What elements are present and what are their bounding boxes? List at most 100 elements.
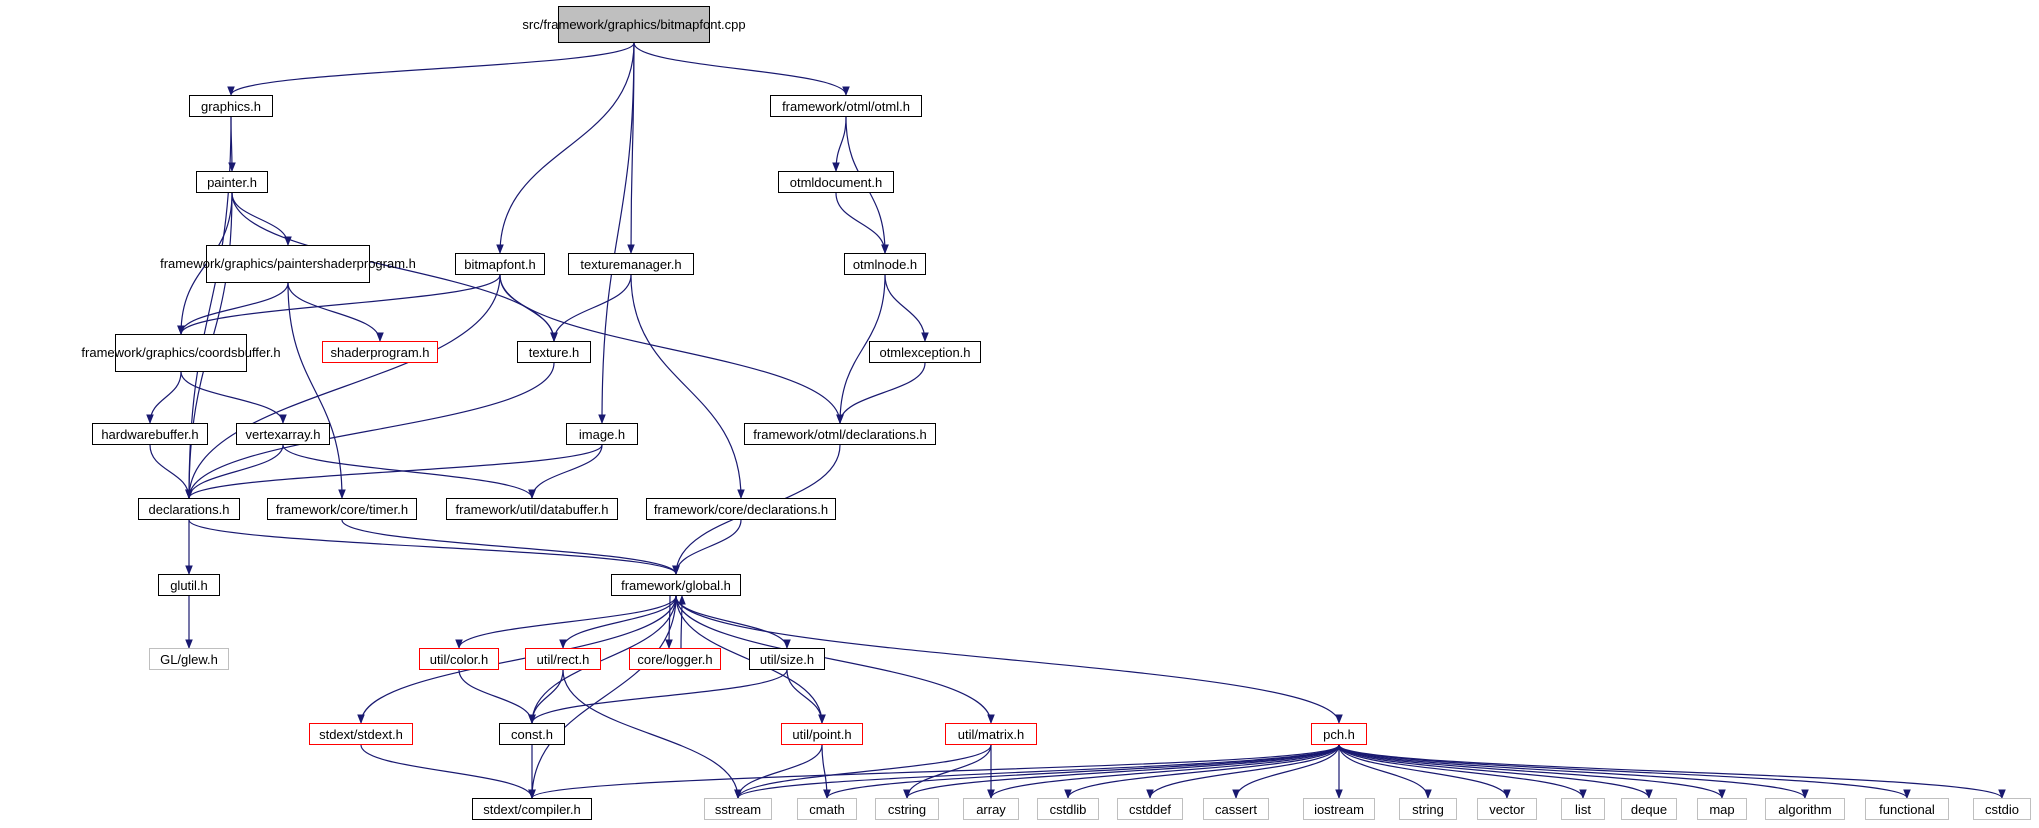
node-label: framework/global.h [621, 577, 731, 593]
node-label: util/size.h [759, 651, 815, 667]
edge-root-to-otml_h [633, 42, 850, 96]
node-paintershaderprogram-h[interactable]: framework/graphics/paintershaderprogram.… [160, 245, 416, 283]
edge-global_h-to-compiler_h [528, 595, 677, 799]
node-label: pch.h [1323, 726, 1355, 742]
node-label: bitmapfont.h [464, 256, 536, 272]
node-pch-h[interactable]: pch.h [1311, 723, 1367, 745]
node-label: framework/core/timer.h [275, 501, 409, 517]
node-label: deque [1630, 801, 1668, 817]
edge-painter_h-to-paintershaderprogram_h [231, 192, 292, 246]
node-compiler-h[interactable]: stdext/compiler.h [472, 798, 592, 820]
node-hardwarebuffer-h[interactable]: hardwarebuffer.h [92, 423, 208, 445]
node-string: string [1399, 798, 1457, 820]
edge-pch_h-to-cstdio [1338, 744, 2006, 799]
node-iostream: iostream [1303, 798, 1375, 820]
node-color-h[interactable]: util/color.h [419, 648, 499, 670]
edge-global_h-to-const_h [528, 595, 677, 724]
edge-rect_h-to-const_h [528, 669, 564, 724]
node-image-h[interactable]: image.h [566, 423, 638, 445]
node-coordsbuffer-h[interactable]: framework/graphics/coordsbuffer.h [81, 334, 281, 372]
edge-paintershaderprogram_h-to-coordsbuffer_h [177, 282, 289, 335]
node-label: shaderprogram.h [330, 344, 430, 360]
node-point-h[interactable]: util/point.h [781, 723, 863, 745]
node-deque: deque [1621, 798, 1677, 820]
node-sstream: sstream [704, 798, 772, 820]
edge-texturemanager_h-to-texture_h [550, 274, 632, 342]
node-label: GL/glew.h [160, 651, 218, 667]
node-matrix-h[interactable]: util/matrix.h [945, 723, 1037, 745]
node-databuffer-h[interactable]: framework/util/databuffer.h [446, 498, 618, 520]
node-otml-h[interactable]: framework/otml/otml.h [770, 95, 922, 117]
edge-texture_h-to-declarations_h [185, 362, 555, 499]
edge-pch_h-to-cstddef [1146, 744, 1340, 799]
edge-otmlnode_h-to-otmlexception_h [884, 274, 929, 342]
edge-global_h-to-pch_h [675, 595, 1343, 724]
edge-global_h-to-color_h [455, 595, 677, 649]
edge-pch_h-to-list [1338, 744, 1587, 799]
node-declarations-h[interactable]: declarations.h [138, 498, 240, 520]
node-timer-h[interactable]: framework/core/timer.h [267, 498, 417, 520]
edge-root-to-bitmapfont_h [496, 42, 635, 254]
edge-paintershaderprogram_h-to-shaderprogram_h [287, 282, 384, 342]
node-otmlnode-h[interactable]: otmlnode.h [844, 253, 926, 275]
node-logger-h[interactable]: core/logger.h [629, 648, 721, 670]
edge-otmlnode_h-to-otml_declarations_h [836, 274, 886, 424]
node-otmlexception-h[interactable]: otmlexception.h [869, 341, 981, 363]
edge-pch_h-to-deque [1338, 744, 1653, 799]
node-cmath: cmath [797, 798, 857, 820]
edge-pch_h-to-compiler_h [528, 744, 1340, 799]
node-core-declarations-h[interactable]: framework/core/declarations.h [646, 498, 836, 520]
node-label: vector [1489, 801, 1525, 817]
edge-pch_h-to-cmath [823, 744, 1340, 799]
edge-coordsbuffer_h-to-hardwarebuffer_h [146, 371, 182, 424]
node-label: texturemanager.h [580, 256, 682, 272]
node-label: algorithm [1778, 801, 1832, 817]
node-cassert: cassert [1203, 798, 1269, 820]
node-texturemanager-h[interactable]: texturemanager.h [568, 253, 694, 275]
node-cstdio: cstdio [1973, 798, 2031, 820]
edge-bitmapfont_h-to-coordsbuffer_h [177, 274, 501, 335]
node-painter-h[interactable]: painter.h [196, 171, 268, 193]
node-label: otmldocument.h [789, 174, 883, 190]
node-const-h[interactable]: const.h [499, 723, 565, 745]
edge-pch_h-to-string [1338, 744, 1432, 799]
edge-size_h-to-const_h [528, 669, 788, 724]
node-stdext-h[interactable]: stdext/stdext.h [309, 723, 413, 745]
node-label: declarations.h [148, 501, 230, 517]
node-otml-declarations-h[interactable]: framework/otml/declarations.h [744, 423, 936, 445]
edge-global_h-to-rect_h [559, 595, 677, 649]
node-texture-h[interactable]: texture.h [517, 341, 591, 363]
node-global-h[interactable]: framework/global.h [611, 574, 741, 596]
node-shaderprogram-h[interactable]: shaderprogram.h [322, 341, 438, 363]
edge-stdext_h-to-compiler_h [360, 744, 536, 799]
edge-global_h-to-matrix_h [675, 595, 995, 724]
edge-rect_h-to-sstream [562, 669, 742, 799]
node-label: framework/otml/otml.h [782, 98, 910, 114]
edge-image_h-to-declarations_h [185, 444, 603, 499]
node-cstddef: cstddef [1117, 798, 1183, 820]
node-size-h[interactable]: util/size.h [749, 648, 825, 670]
node-vertexarray-h[interactable]: vertexarray.h [236, 423, 330, 445]
node-label: functional [1879, 801, 1935, 817]
edge-pch_h-to-vector [1338, 744, 1511, 799]
node-graphics-h[interactable]: graphics.h [189, 95, 273, 117]
node-label: glutil.h [170, 577, 208, 593]
node-label: const.h [511, 726, 553, 742]
node-label: graphics.h [201, 98, 261, 114]
node-bitmapfont-h[interactable]: bitmapfont.h [455, 253, 545, 275]
edge-vertexarray_h-to-databuffer_h [282, 444, 536, 499]
node-otmldocument-h[interactable]: otmldocument.h [778, 171, 894, 193]
node-glutil-h[interactable]: glutil.h [158, 574, 220, 596]
edge-pch_h-to-array [987, 744, 1340, 799]
edge-global_h-to-size_h [675, 595, 791, 649]
node-label: util/point.h [792, 726, 852, 742]
node-rect-h[interactable]: util/rect.h [525, 648, 601, 670]
edge-texturemanager_h-to-core_declarations_h [630, 274, 745, 499]
edge-point_h-to-sstream [734, 744, 823, 799]
node-label: vertexarray.h [245, 426, 321, 442]
node-label: framework/otml/declarations.h [753, 426, 927, 442]
node-label: array [976, 801, 1006, 817]
edge-root-to-image_h [598, 42, 635, 424]
edge-pch_h-to-functional [1338, 744, 1911, 799]
